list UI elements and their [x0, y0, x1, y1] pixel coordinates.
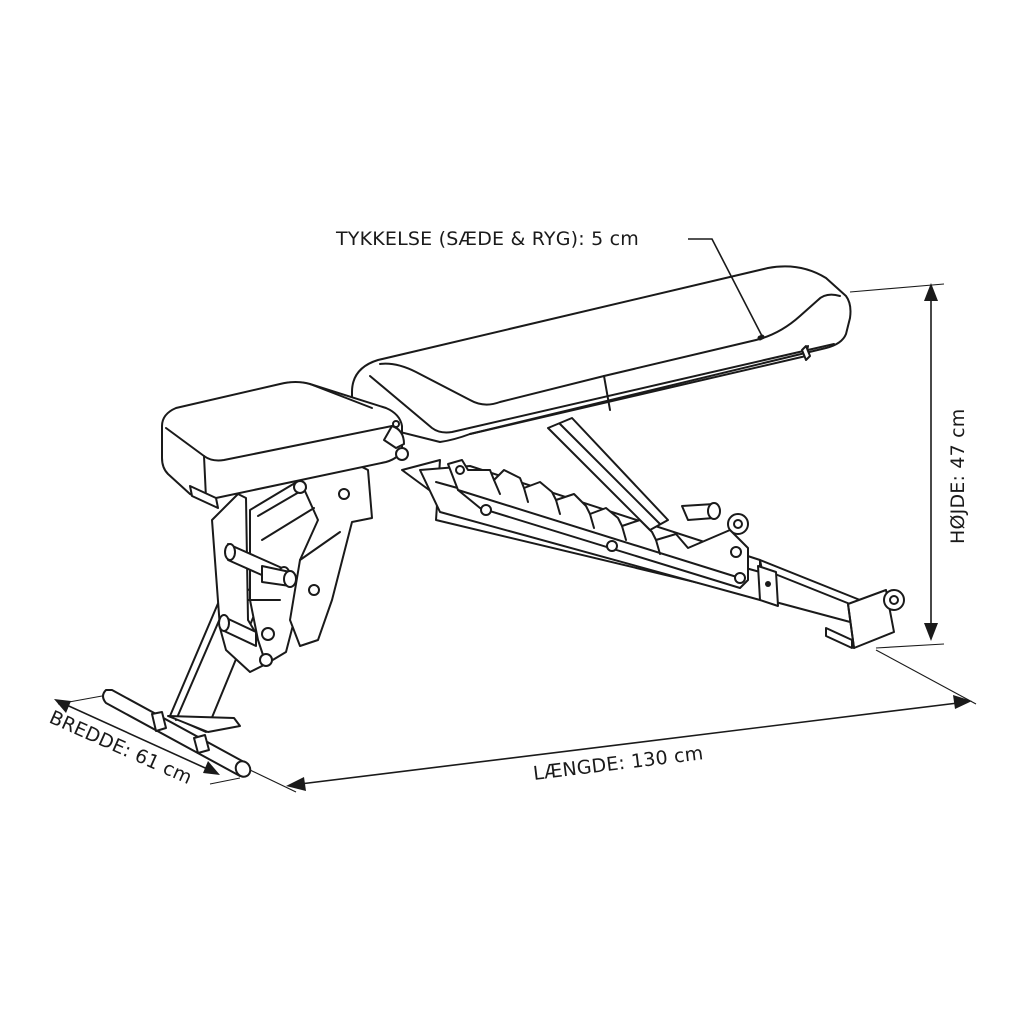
- length-label: LÆNGDE: 130 cm: [532, 742, 705, 785]
- pivot-bolt: [392, 420, 400, 428]
- backrest-pad: [351, 265, 852, 443]
- height-dimension: [849, 283, 945, 649]
- thickness-label: TYKKELSE (SÆDE & RYG): 5 cm: [335, 228, 639, 250]
- front-bracket: [211, 461, 373, 673]
- length-dimension: [249, 649, 977, 793]
- front-foot-bar: [102, 689, 252, 778]
- thickness-leader: [688, 238, 765, 340]
- adjustment-ladder: [447, 459, 749, 589]
- backrest-support: [547, 417, 721, 531]
- seat-pad: [161, 381, 409, 509]
- height-label: HØJDE: 47 cm: [947, 409, 969, 545]
- width-dimension: [54, 695, 241, 785]
- adjustable-bench-drawing: [102, 265, 905, 778]
